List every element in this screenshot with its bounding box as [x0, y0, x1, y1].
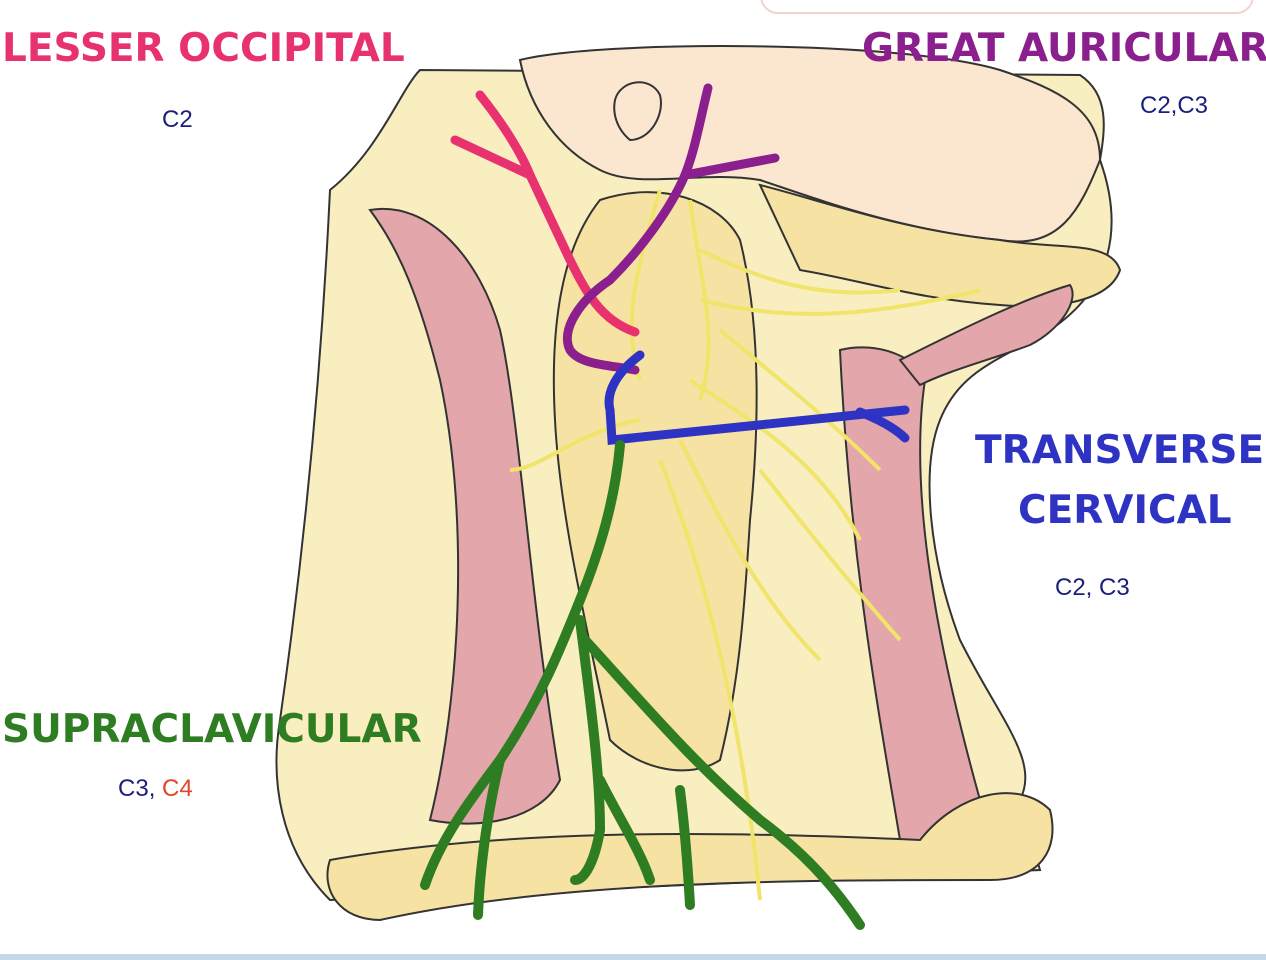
supraclavicular-segments: C3, C4: [118, 775, 193, 803]
segment-separator: ,: [148, 775, 163, 802]
great-auricular-title: GREAT AURICULAR: [862, 26, 1266, 71]
transverse-cervical-segments: C2, C3: [1055, 574, 1130, 601]
great-auricular-nerve: [562, 83, 780, 375]
anterior-muscle: [898, 283, 1074, 387]
great-auricular-segments: C2,C3: [1140, 92, 1209, 119]
supraclavicular-nerves: [420, 440, 865, 930]
transverse-cervical-title-line1: TRANSVERSE: [975, 428, 1265, 473]
supraclavicular-segment-c4: C4: [162, 775, 193, 802]
mandible: [758, 183, 1122, 308]
lesser-occipital-title: LESSER OCCIPITAL: [2, 26, 405, 71]
lesser-occipital-segments: C2: [162, 106, 193, 133]
head-region: [518, 45, 1102, 243]
posterior-muscle: [368, 207, 562, 825]
cervical-plexus-network: [509, 189, 981, 901]
transverse-cervical-nerve: [604, 350, 910, 445]
transverse-cervical-title-line2: CERVICAL: [1018, 488, 1232, 533]
cervical-vertebrae: [552, 191, 758, 772]
bottom-edge-bar: [0, 954, 1266, 960]
ear: [613, 81, 662, 142]
supraclavicular-segment-c3: C3: [118, 775, 149, 802]
supraclavicular-title: SUPRACLAVICULAR: [2, 707, 422, 752]
lesser-occipital-nerve: [450, 90, 640, 337]
